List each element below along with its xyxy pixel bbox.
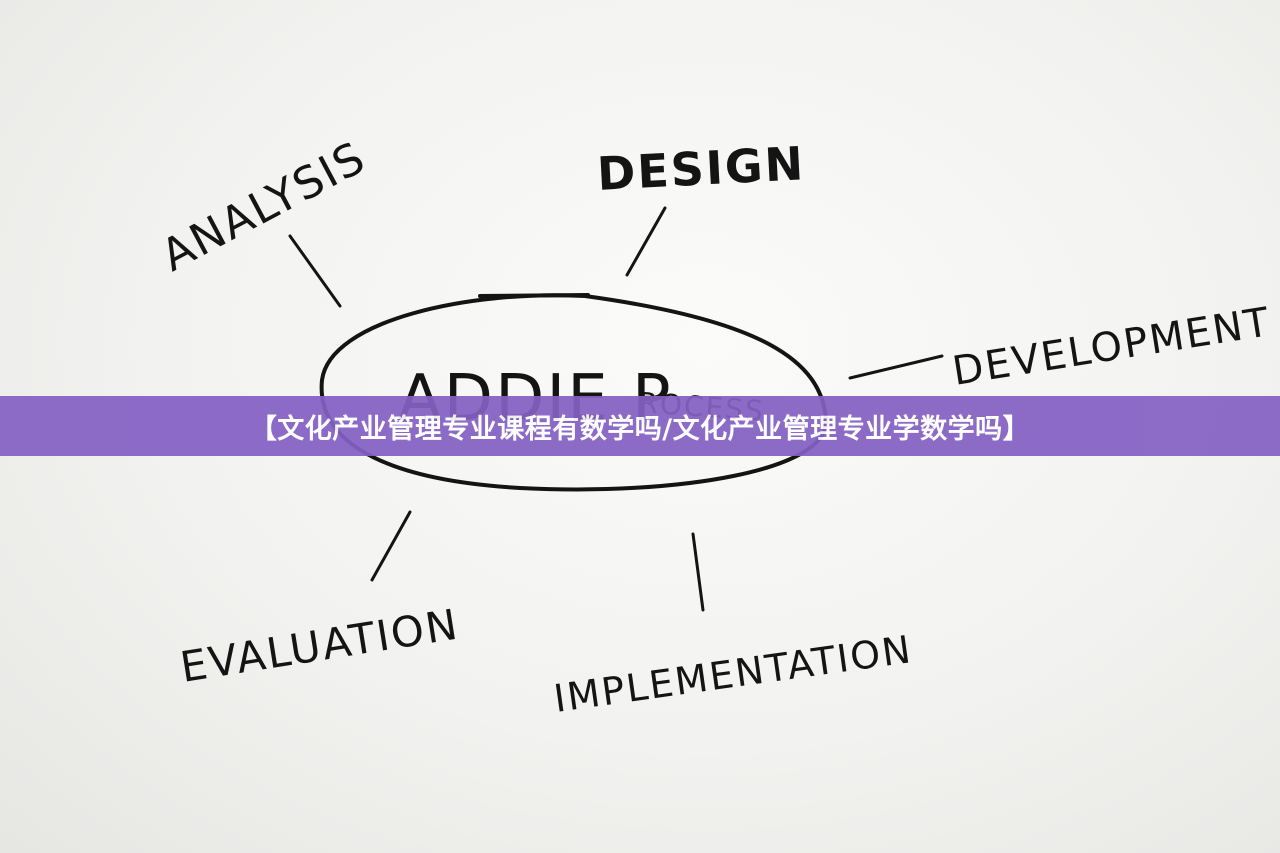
word-development: DEVELOPMENT — [949, 299, 1274, 395]
spoke-design — [625, 206, 667, 277]
spoke-development — [848, 354, 944, 380]
word-evaluation: EVALUATION — [177, 599, 463, 691]
banner-title: 【文化产业管理专业课程有数学吗/文化产业管理专业学数学吗】 — [249, 413, 1031, 445]
spoke-implementation — [691, 532, 705, 612]
spoke-evaluation — [370, 510, 412, 582]
word-analysis: ANALYSIS — [153, 132, 374, 282]
title-banner: 【文化产业管理专业课程有数学吗/文化产业管理专业学数学吗】 — [0, 396, 1280, 456]
word-design: DESIGN — [596, 136, 807, 201]
addie-ellipse — [319, 293, 829, 492]
spoke-analysis — [288, 234, 342, 308]
ellipse-overlap-stroke — [478, 293, 590, 298]
word-implementation: IMPLEMENTATION — [551, 627, 915, 721]
